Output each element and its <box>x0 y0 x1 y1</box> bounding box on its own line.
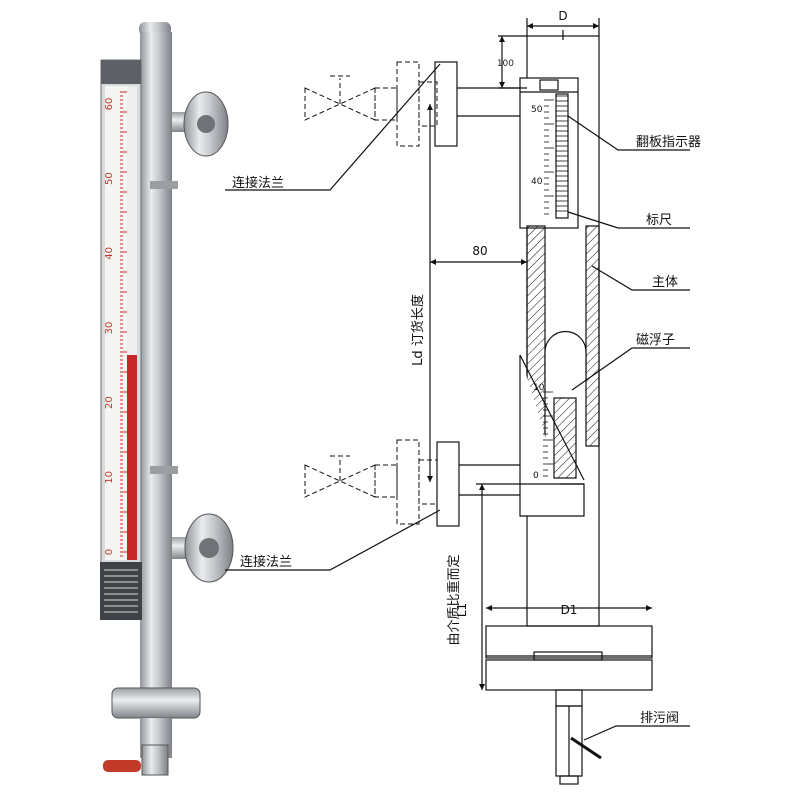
photo-scale-label: 10 <box>104 471 115 484</box>
top-ruler-ticks <box>544 99 554 215</box>
arrowhead <box>499 36 505 42</box>
arrowhead <box>646 605 652 611</box>
arrowhead <box>527 23 533 29</box>
arrowhead <box>479 484 485 490</box>
dim-ld: Ld 订货长度 <box>410 294 426 366</box>
label-flap-indicator: 翻板指示器 <box>636 135 701 150</box>
photo-scale-ticks <box>120 91 127 557</box>
top-flaps <box>556 95 568 212</box>
white-flap-column <box>127 86 137 355</box>
bottom-scale-10: 10 <box>533 383 545 393</box>
technical-drawing <box>225 18 690 785</box>
lower-flange-bore <box>199 538 219 558</box>
dim-d1: D1 <box>561 603 578 617</box>
label-flange-top: 连接法兰 <box>232 175 284 191</box>
top-scale-50: 50 <box>531 105 543 115</box>
drain-handle-photo <box>103 760 141 772</box>
tube-clip-lower <box>150 466 178 474</box>
label-flange-bottom: 连接法兰 <box>240 554 292 570</box>
label-ruler: 标尺 <box>646 213 672 228</box>
tube-clip <box>150 181 178 189</box>
dimension-arrows <box>427 23 652 690</box>
arrowhead <box>427 104 433 110</box>
photo-scale-label: 60 <box>104 98 115 111</box>
label-float: 磁浮子 <box>636 333 675 348</box>
drain-outlet <box>559 775 579 785</box>
dim-top-gap: 100 <box>497 59 514 69</box>
photo-scale-labels: 60 50 40 30 20 10 0 <box>104 98 115 556</box>
bottom-scale-0: 0 <box>533 471 539 481</box>
arrowhead <box>479 684 485 690</box>
nameplate-lines <box>104 569 138 613</box>
photo-scale-label: 40 <box>104 247 115 260</box>
magnetic-float <box>544 330 587 380</box>
nameplate-bottom <box>100 562 142 620</box>
label-drain: 排污阀 <box>640 711 679 726</box>
drain-stem <box>555 689 583 707</box>
arrowhead <box>593 23 599 29</box>
gauge-photo: 60 50 40 30 20 10 0 <box>100 22 234 776</box>
leader-drain <box>583 725 690 741</box>
body-wall-right <box>585 225 600 447</box>
flange-gasket <box>533 651 603 661</box>
bottom-flange-photo <box>111 687 201 719</box>
upper-valve-dashed <box>304 61 438 147</box>
bottom-flange-1 <box>485 625 653 659</box>
photo-scale-label: 20 <box>104 396 115 409</box>
arrowhead <box>430 259 436 265</box>
drain-handle <box>570 736 602 760</box>
flap-indicator-box <box>519 77 579 229</box>
dim-l1-note: 由介质比重而定 <box>446 554 462 645</box>
drawing-text: D 100 80 Ld 订货长度 L1 由介质比重而定 D1 50 40 10 … <box>232 9 701 726</box>
leader-flange-top <box>225 63 441 191</box>
dim-offset: 80 <box>472 244 487 258</box>
nameplate-top <box>101 60 141 84</box>
leader-flange-bottom <box>225 509 441 571</box>
dim-l1: L1 <box>455 603 469 617</box>
lower-flange-drawing <box>436 441 460 527</box>
upper-flange-drawing <box>434 61 458 147</box>
arrowhead <box>486 605 492 611</box>
drain-valve-photo <box>141 744 169 776</box>
leader-ruler <box>567 211 690 229</box>
indicator-logo <box>539 79 559 91</box>
photo-scale-label: 30 <box>104 322 115 335</box>
leader-float <box>571 347 690 391</box>
dim-d: D <box>558 9 567 23</box>
photo-scale-label: 0 <box>104 549 115 555</box>
photo-scale-label: 50 <box>104 172 115 185</box>
top-scale-40: 40 <box>531 177 543 187</box>
lower-valve-dashed <box>304 439 438 525</box>
bottom-flange-2 <box>485 659 653 691</box>
bottom-ruler-ticks <box>543 391 553 477</box>
main-tube <box>140 32 172 692</box>
leader-body <box>591 265 690 291</box>
label-body: 主体 <box>652 275 678 290</box>
arrowhead <box>499 82 505 88</box>
red-flap-column <box>127 355 137 560</box>
upper-flange-bore <box>197 115 215 133</box>
arrowhead <box>427 476 433 482</box>
flap-stack-bottom <box>553 397 577 479</box>
leader-flap-indicator <box>567 115 690 151</box>
arrowhead <box>521 259 527 265</box>
